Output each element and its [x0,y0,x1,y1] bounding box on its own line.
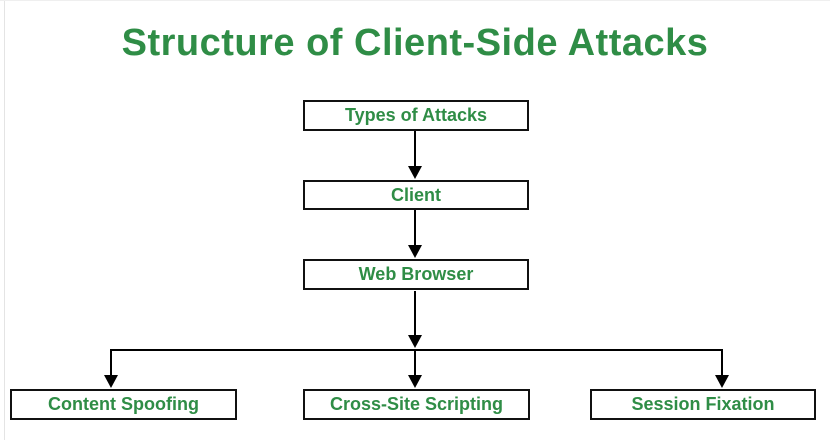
node-web-browser: Web Browser [303,259,529,290]
edge-branch-to-session-fixation [715,349,729,388]
node-content-spoofing: Content Spoofing [10,389,237,420]
node-session-fixation-label: Session Fixation [631,394,775,414]
node-cross-site-scripting: Cross-Site Scripting [303,389,530,420]
node-session-fixation: Session Fixation [590,389,816,420]
node-types-of-attacks: Types of Attacks [303,100,529,131]
node-client-label: Client [390,184,441,205]
node-cross-site-scripting-label: Cross-Site Scripting [329,394,504,414]
page-edge-top-line [0,0,830,1]
node-content-spoofing-label: Content Spoofing [48,394,199,414]
edge-web-browser-to-branch [408,291,422,348]
edge-branch-to-cross-site-scripting [408,351,422,388]
page-title: Structure of Client-Side Attacks [121,22,709,64]
edge-branch-to-content-spoofing [104,349,118,388]
node-web-browser-label: Web Browser [358,264,474,284]
node-client: Client [303,180,529,210]
node-types-of-attacks-label: Types of Attacks [344,105,488,125]
edge-types-to-client [408,131,422,179]
edge-client-to-web-browser [408,210,422,258]
page-edge-left-line [4,0,5,440]
